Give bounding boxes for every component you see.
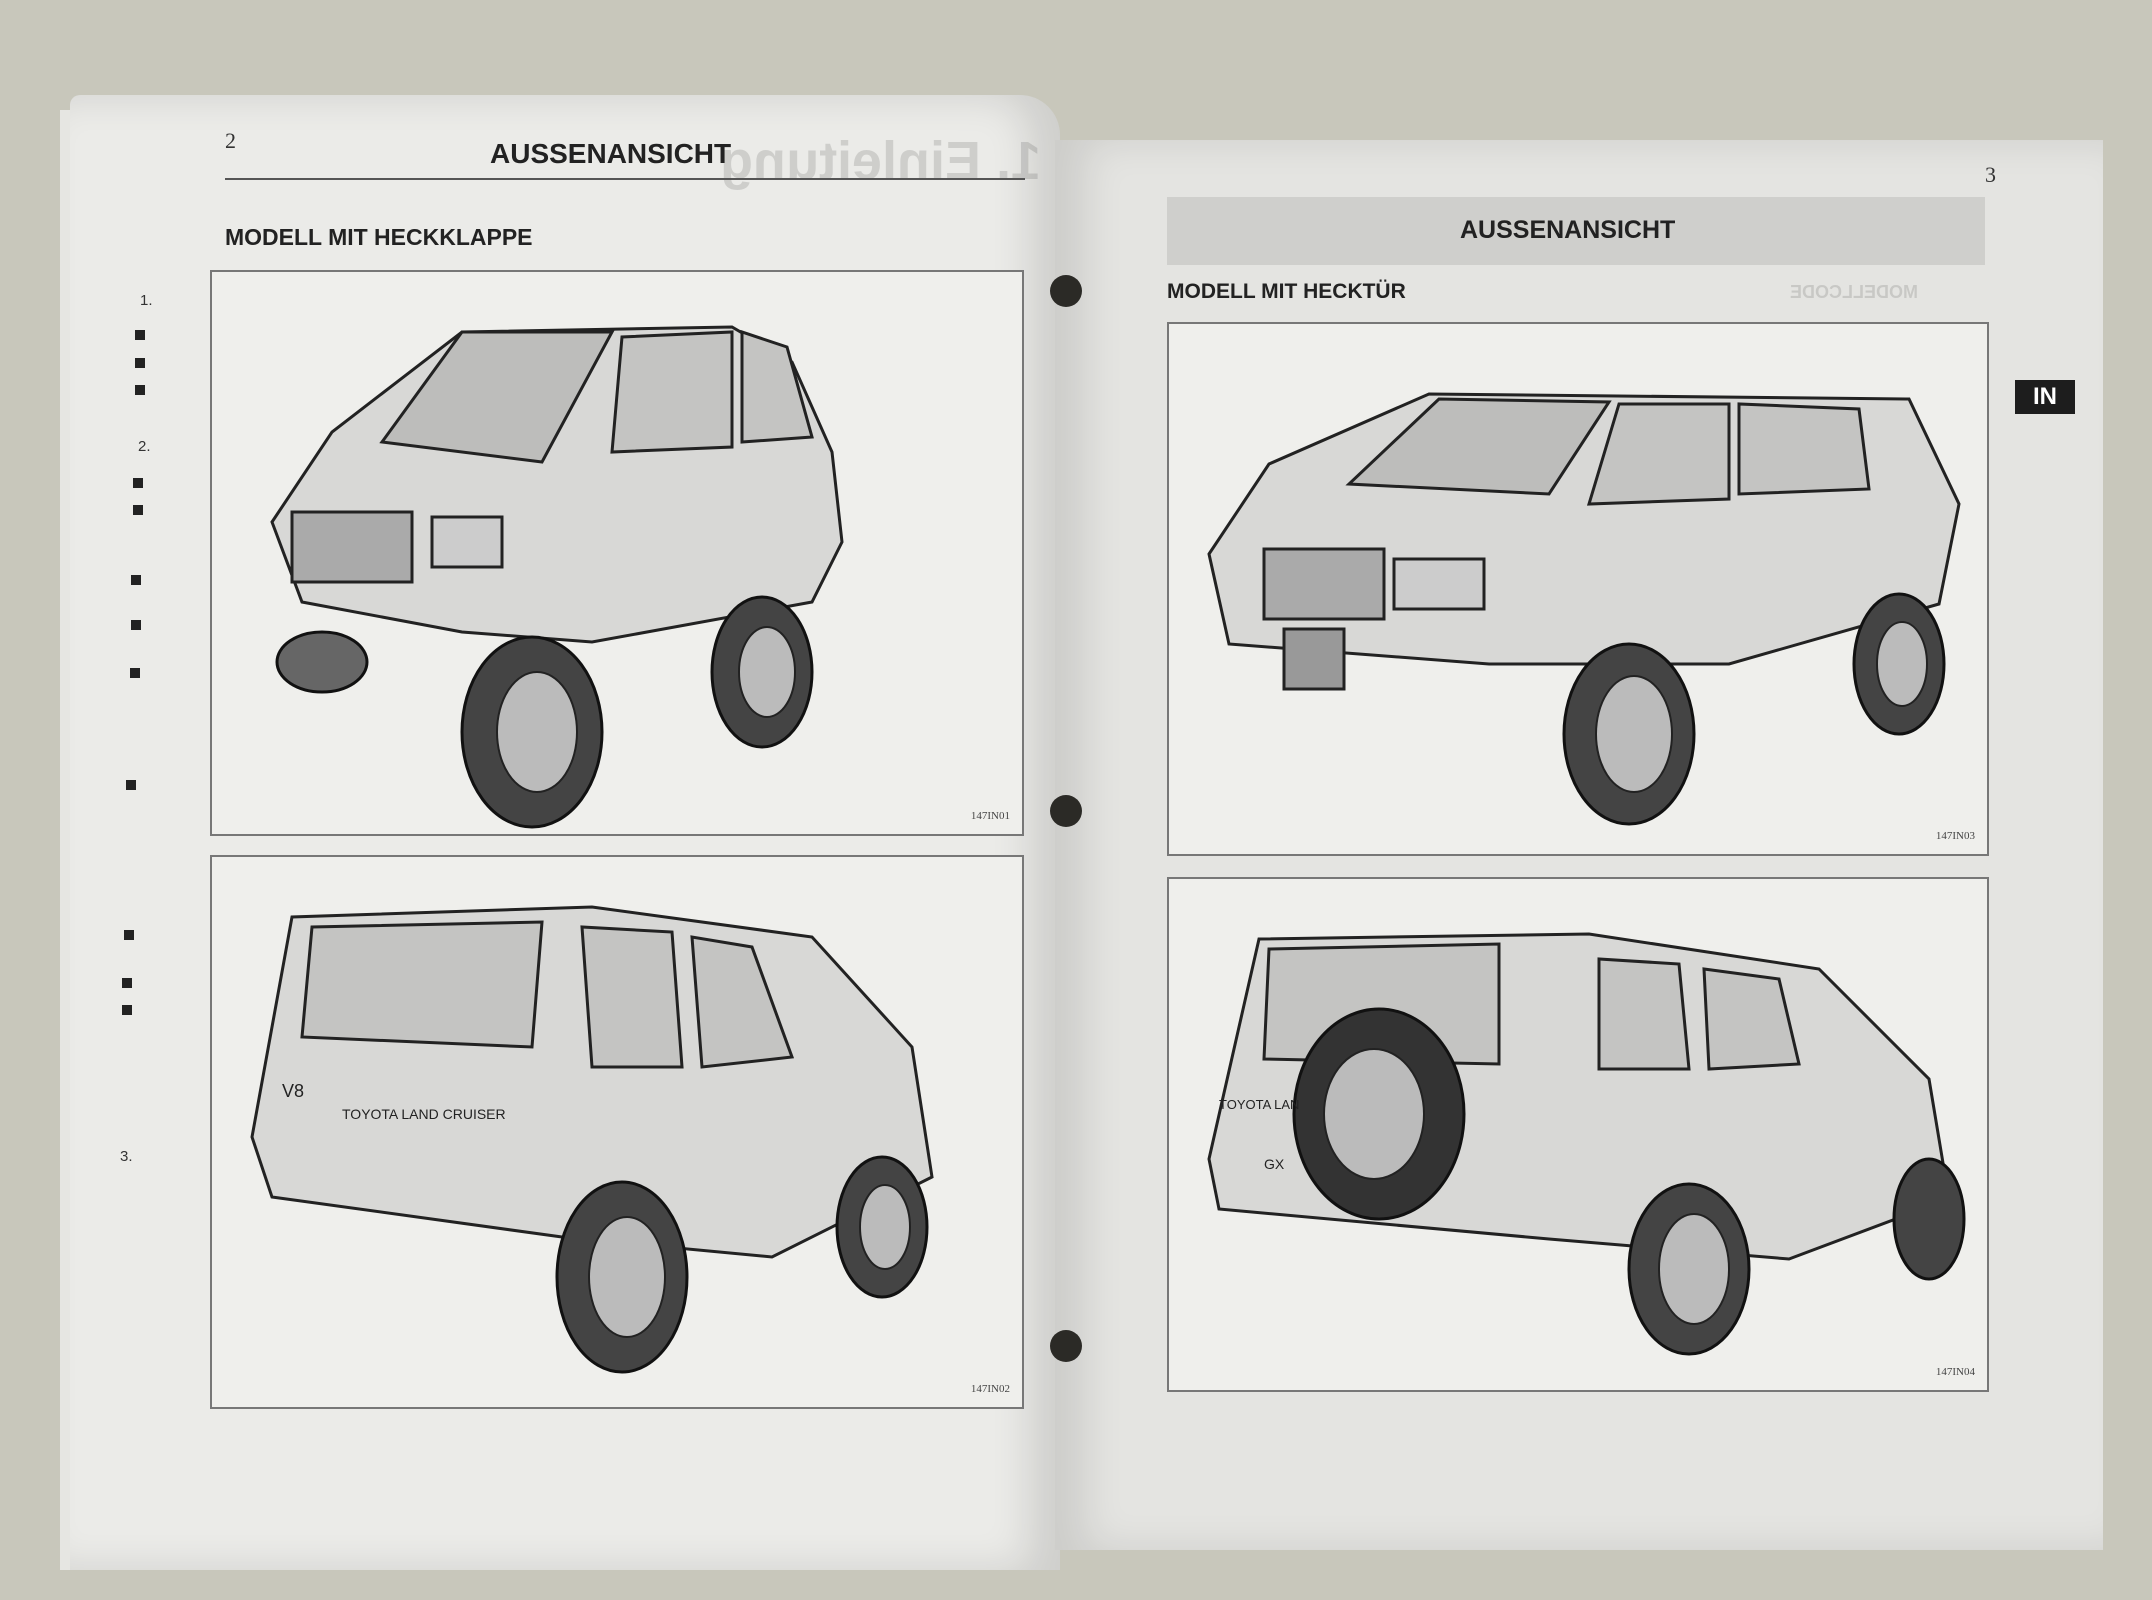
rear-badge: V8 [282, 1081, 304, 1101]
rear-badge: GX [1264, 1156, 1285, 1172]
figure-code: 147IN04 [1935, 1366, 1975, 1378]
margin-marker [122, 1005, 132, 1015]
suv-rear-illustration: V8 TOYOTA LAND CRUISER [250, 905, 934, 1374]
page-title: AUSSENANSICHT [490, 138, 732, 169]
figure-rear-view: V8 TOYOTA LAND CRUISER 147IN02 [210, 855, 1024, 1409]
suv-front-illustration [1207, 392, 1961, 826]
margin-number: 2. [138, 438, 151, 455]
figure-front-view: 147IN01 [210, 270, 1024, 836]
header-rule [225, 178, 1025, 180]
rear-badge: TOYOTA LAND CRUISER [342, 1106, 506, 1122]
margin-marker [135, 358, 145, 368]
margin-marker [124, 930, 134, 940]
figure-rear-view: TOYOTA LAN GX 147IN04 [1167, 877, 1989, 1392]
margin-number: 3. [120, 1148, 133, 1165]
margin-number: 1. [140, 292, 153, 309]
binder-hole [1050, 795, 1082, 827]
margin-marker [131, 620, 141, 630]
bleed-through-text: MODELLCODE [1790, 282, 1918, 302]
figure-front-view: 147IN03 [1167, 322, 1989, 856]
binder-hole [1050, 275, 1082, 307]
section-subtitle: MODELL MIT HECKTÜR [1167, 280, 1406, 303]
margin-marker [135, 330, 145, 340]
page-number: 2 [225, 128, 236, 153]
margin-marker [126, 780, 136, 790]
section-tab-in[interactable]: IN [2015, 380, 2075, 414]
margin-marker [133, 478, 143, 488]
suv-rear-illustration: TOYOTA LAN GX [1207, 932, 1966, 1356]
margin-marker [130, 668, 140, 678]
page-title: AUSSENANSICHT [1460, 216, 1676, 244]
rear-badge: TOYOTA LAN [1219, 1097, 1299, 1112]
section-subtitle: MODELL MIT HECKKLAPPE [225, 224, 533, 250]
figure-code: 147IN02 [970, 1383, 1010, 1395]
binder-hole [1050, 1330, 1082, 1362]
margin-marker [133, 505, 143, 515]
bleed-through-text: 1. Einleitung [720, 131, 1042, 191]
figure-code: 147IN03 [1935, 830, 1975, 842]
margin-marker [122, 978, 132, 988]
margin-marker [131, 575, 141, 585]
margin-marker [135, 385, 145, 395]
header-bar [1167, 197, 1985, 265]
suv-front-illustration [270, 325, 844, 829]
figure-code: 147IN01 [970, 810, 1010, 822]
page-number: 3 [1985, 162, 1996, 187]
